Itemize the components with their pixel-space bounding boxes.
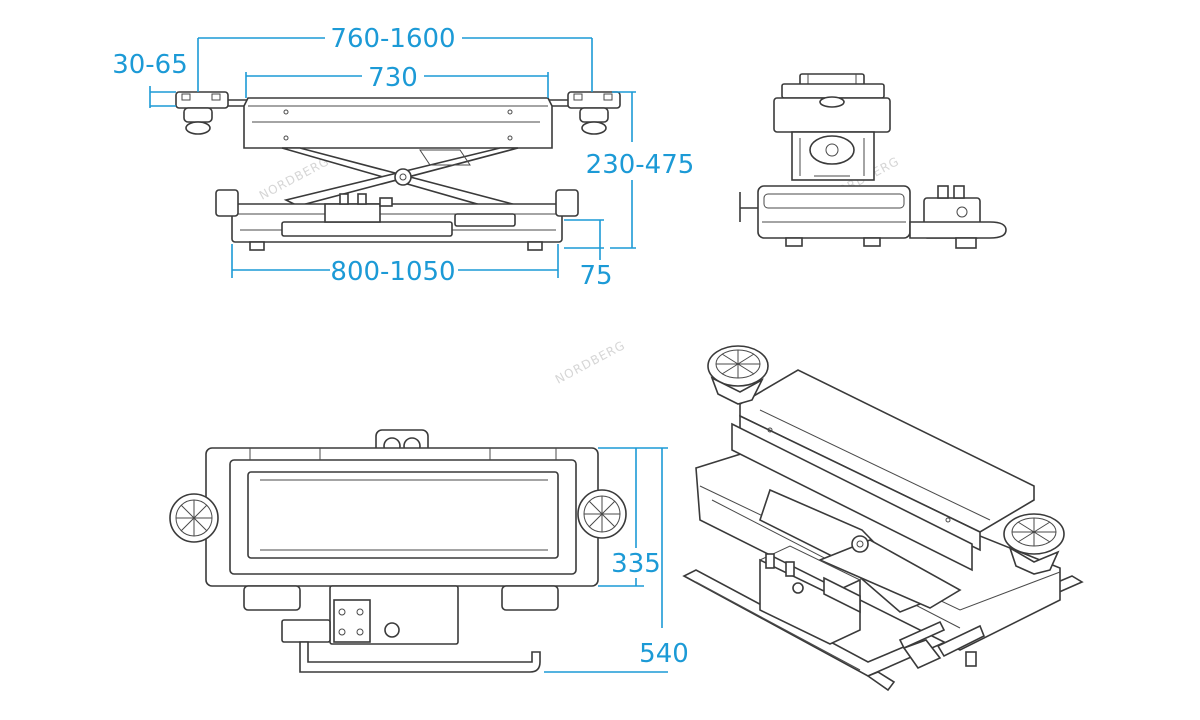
side-dimensions: 760-1600 730 30-65 230-475 800-1050 75 [112, 24, 694, 291]
top-dimensions: 335 540 [544, 447, 689, 673]
dim-frame-width: 335 [611, 549, 661, 579]
end-base [757, 185, 911, 239]
dim-pad-height: 30-65 [112, 50, 188, 80]
top-platform-plan [247, 471, 559, 559]
top-view: NORDBERG [169, 429, 627, 673]
end-view: NORDBERG [739, 73, 1007, 249]
dim-base-length: 800-1050 [330, 257, 455, 287]
dim-platform-length: 730 [368, 63, 418, 93]
tow-handle-plan [299, 641, 541, 673]
isometric-view: NORDBERG [553, 338, 1084, 692]
side-view: NORDBERG [175, 91, 621, 251]
dim-lift-height: 230-475 [586, 150, 695, 180]
dim-arm-span: 760-1600 [330, 24, 455, 54]
dim-overall-width: 540 [639, 639, 689, 669]
scissor-pivot [394, 168, 412, 186]
dim-base-height: 75 [579, 261, 612, 291]
hydraulic-cylinder [281, 221, 453, 237]
watermark-iso: NORDBERG [553, 338, 628, 387]
